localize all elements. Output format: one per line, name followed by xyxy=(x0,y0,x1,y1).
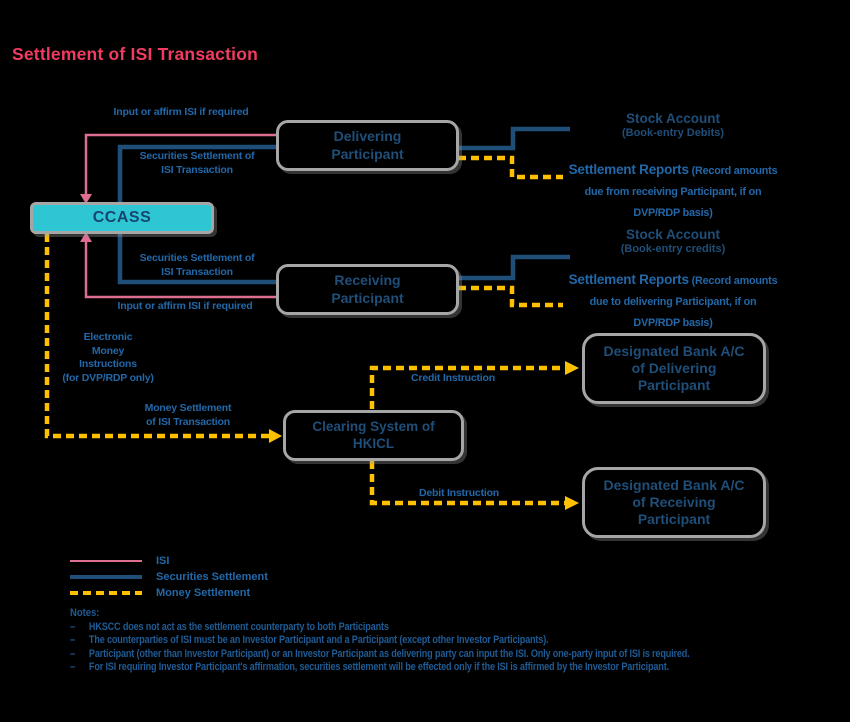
note-text-1: HKSCC does not act as the settlement cou… xyxy=(88,620,389,633)
label-securities-settlement-top: Securities Settlement of ISI Transaction xyxy=(139,150,255,176)
stock-account-credits: Stock Account (Book-entry credits) xyxy=(568,227,778,257)
bank-ac-receiving-box: Designated Bank A/C of Receiving Partici… xyxy=(582,467,766,538)
note-dash: – xyxy=(70,620,76,633)
stock-account-debits-sub: (Book-entry Debits) xyxy=(621,127,725,140)
securities-line-delivering-stock-account xyxy=(458,126,570,151)
label-electronic-money-instructions: Electronic Money Instructions (for DVP/R… xyxy=(62,331,154,384)
money-line-receiving-reports xyxy=(458,285,563,308)
settlement-reports-receiving: Settlement Reports (Record amounts due t… xyxy=(568,270,778,332)
arrowhead-right-icon xyxy=(565,496,579,510)
settlement-reports-delivering-detail: (Record amounts due from receiving Parti… xyxy=(584,165,778,219)
receiving-participant-box: Receiving Participant xyxy=(276,264,459,315)
note-item: – Participant (other than Investor Parti… xyxy=(70,648,690,662)
note-text-4: For ISI requiring Investor Participant's… xyxy=(88,661,669,674)
arrowhead-right-icon xyxy=(565,361,579,375)
settlement-reports-receiving-detail: (Record amounts due to delivering Partic… xyxy=(589,275,778,329)
label-money-settlement: Money Settlement of ISI Transaction xyxy=(144,402,232,428)
note-item: – The counterparties of ISI must be an I… xyxy=(70,634,690,648)
legend-label-isi: ISI xyxy=(156,555,170,567)
legend-item-isi: ISI xyxy=(70,553,268,569)
legend-label-money: Money Settlement xyxy=(156,587,251,599)
note-dash: – xyxy=(70,661,76,674)
label-securities-settlement-bottom: Securities Settlement of ISI Transaction xyxy=(139,252,255,278)
delivering-participant-box: Delivering Participant xyxy=(276,120,459,171)
stock-account-credits-title: Stock Account xyxy=(625,227,720,242)
isi-line-delivering-to-ccass xyxy=(84,133,276,196)
legend-item-securities: Securities Settlement xyxy=(70,569,268,585)
securities-line-receiving-stock-account xyxy=(458,254,570,281)
note-dash: – xyxy=(70,634,76,647)
money-line-delivering-reports xyxy=(458,155,563,180)
label-debit-instruction: Debit Instruction xyxy=(418,487,500,499)
stock-account-credits-sub: (Book-entry credits) xyxy=(620,243,726,256)
stock-account-debits: Stock Account (Book-entry Debits) xyxy=(568,111,778,141)
settlement-reports-receiving-head: Settlement Reports xyxy=(568,272,689,287)
legend: ISI Securities Settlement Money Settleme… xyxy=(70,553,268,601)
notes-heading: Notes: xyxy=(70,607,100,619)
note-dash: – xyxy=(70,647,76,660)
note-text-3: Participant (other than Investor Partici… xyxy=(88,647,690,660)
settlement-reports-delivering-head: Settlement Reports xyxy=(568,162,689,177)
money-line-ccass-to-hkicl xyxy=(44,234,270,439)
legend-item-money: Money Settlement xyxy=(70,585,268,601)
isi-line-receiving-to-ccass xyxy=(84,240,276,299)
arrowhead-right-icon xyxy=(269,429,282,443)
legend-label-securities: Securities Settlement xyxy=(156,571,268,583)
note-item: – For ISI requiring Investor Participant… xyxy=(70,661,690,675)
label-input-affirm-bottom: Input or affirm ISI if required xyxy=(117,300,253,312)
arrowhead-down-icon xyxy=(80,194,92,204)
bank-ac-delivering-box: Designated Bank A/C of Delivering Partic… xyxy=(582,333,766,404)
securities-line-ccass-receiving xyxy=(117,234,276,285)
money-line-swatch-icon xyxy=(70,591,142,595)
hkicl-box: Clearing System of HKICL xyxy=(283,410,464,461)
settlement-reports-delivering: Settlement Reports (Record amounts due f… xyxy=(568,160,778,222)
money-line-debit-instruction xyxy=(369,461,566,506)
label-input-affirm-top: Input or affirm ISI if required xyxy=(113,106,249,118)
notes-section: Notes: – HKSCC does not act as the settl… xyxy=(70,607,690,675)
page-title: Settlement of ISI Transaction xyxy=(12,44,258,64)
note-item: – HKSCC does not act as the settlement c… xyxy=(70,621,690,635)
securities-line-swatch-icon xyxy=(70,575,142,579)
stock-account-debits-title: Stock Account xyxy=(625,111,720,126)
label-credit-instruction: Credit Instruction xyxy=(411,372,495,384)
ccass-box: CCASS xyxy=(30,202,214,234)
note-text-2: The counterparties of ISI must be an Inv… xyxy=(88,634,549,647)
isi-line-swatch-icon xyxy=(70,560,142,562)
money-line-credit-instruction xyxy=(369,365,566,409)
securities-line-ccass-delivering xyxy=(117,144,276,202)
arrowhead-up-icon xyxy=(80,232,92,242)
